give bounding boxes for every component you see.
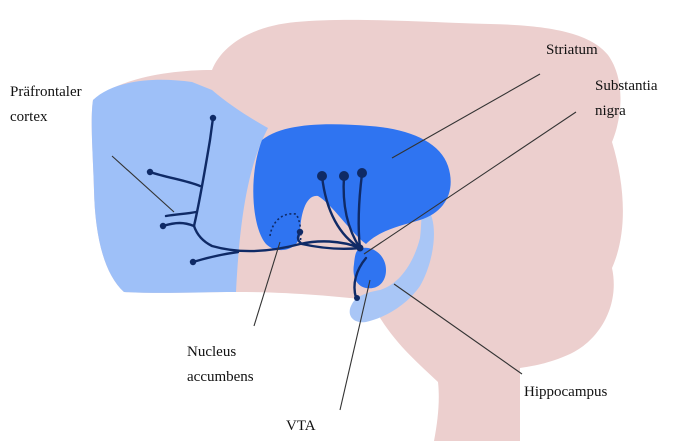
label-substantia-nigra: Substantia nigra — [595, 74, 658, 124]
terminal-dot — [190, 259, 196, 265]
terminal-dot — [357, 245, 364, 252]
label-nucleus-accumbens: Nucleus accumbens — [187, 340, 254, 390]
terminal-dot — [160, 223, 166, 229]
terminal-dot — [297, 229, 303, 235]
terminal-dot — [357, 168, 367, 178]
label-substantia-line2: nigra — [595, 99, 658, 124]
terminal-dot — [210, 115, 216, 121]
terminal-dot — [339, 171, 349, 181]
terminal-dot — [317, 171, 327, 181]
label-hippocampus: Hippocampus — [524, 380, 607, 405]
label-prefrontal-line2: cortex — [10, 105, 82, 130]
label-nucleus-line2: accumbens — [187, 365, 254, 390]
label-vta: VTA — [286, 414, 316, 439]
label-nucleus-line1: Nucleus — [187, 340, 254, 365]
label-substantia-line1: Substantia — [595, 74, 658, 99]
label-prefrontal-line1: Präfrontaler — [10, 80, 82, 105]
terminal-dot — [354, 295, 360, 301]
label-prefrontal-cortex: Präfrontaler cortex — [10, 80, 82, 130]
label-striatum: Striatum — [546, 38, 598, 63]
terminal-dot — [147, 169, 153, 175]
